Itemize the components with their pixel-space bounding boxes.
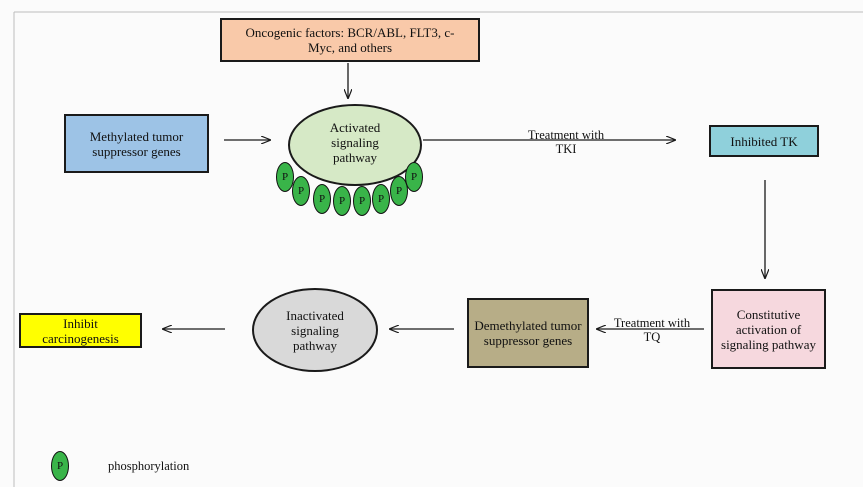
constitutive-activation-box: Constitutive activation of signaling pat…: [711, 289, 826, 369]
activated-pathway-text: Activated signaling pathway: [329, 119, 381, 165]
constitutive-activation-text: Constitutive activation of signaling pat…: [721, 306, 816, 352]
phospho-marker: P: [313, 184, 331, 214]
phospho-marker: P: [390, 176, 408, 206]
phospho-marker: P: [353, 186, 371, 216]
phospho-marker-label: P: [395, 185, 403, 197]
legend-phospho-symbol: P: [56, 460, 64, 472]
phospho-marker: P: [333, 186, 351, 216]
oncogenic-factors-box: Oncogenic factors: BCR/ABL, FLT3, c-Myc,…: [220, 18, 480, 62]
phospho-marker-label: P: [318, 193, 326, 205]
phospho-marker: P: [405, 162, 423, 192]
methylated-genes-box: Methylated tumor suppressor genes: [64, 114, 209, 173]
demethylated-genes-text: Demethylated tumor suppressor genes: [474, 318, 582, 348]
methylated-genes-text: Methylated tumor suppressor genes: [89, 128, 184, 159]
oncogenic-factors-text: Oncogenic factors: BCR/ABL, FLT3, c-Myc,…: [245, 25, 455, 55]
legend-phospho-icon: P: [51, 451, 69, 481]
inactivated-pathway-text: Inactivated signaling pathway: [286, 307, 344, 353]
phospho-marker: P: [372, 184, 390, 214]
treatment-tki-label: Treatment with TKI: [527, 128, 605, 156]
demethylated-genes-box: Demethylated tumor suppressor genes: [467, 298, 589, 368]
phospho-marker-label: P: [297, 185, 305, 197]
phospho-marker-label: P: [338, 195, 346, 207]
inhibited-tk-box: Inhibited TK: [709, 125, 819, 157]
inhibit-carcinogenesis-box: Inhibit carcinogenesis: [19, 313, 142, 348]
phospho-marker-label: P: [358, 195, 366, 207]
phospho-marker-label: P: [377, 193, 385, 205]
inhibit-carcinogenesis-text: Inhibit carcinogenesis: [42, 315, 119, 346]
phospho-marker-label: P: [281, 171, 289, 183]
phospho-marker: P: [276, 162, 294, 192]
phospho-marker: P: [292, 176, 310, 206]
treatment-tq-label: Treatment with TQ: [613, 316, 691, 344]
phospho-marker-label: P: [410, 171, 418, 183]
inhibited-tk-text: Inhibited TK: [730, 133, 798, 149]
legend-phospho-label: phosphorylation: [108, 459, 190, 473]
activated-pathway-ellipse: Activated signaling pathway: [288, 104, 422, 186]
inactivated-pathway-ellipse: Inactivated signaling pathway: [252, 288, 378, 372]
